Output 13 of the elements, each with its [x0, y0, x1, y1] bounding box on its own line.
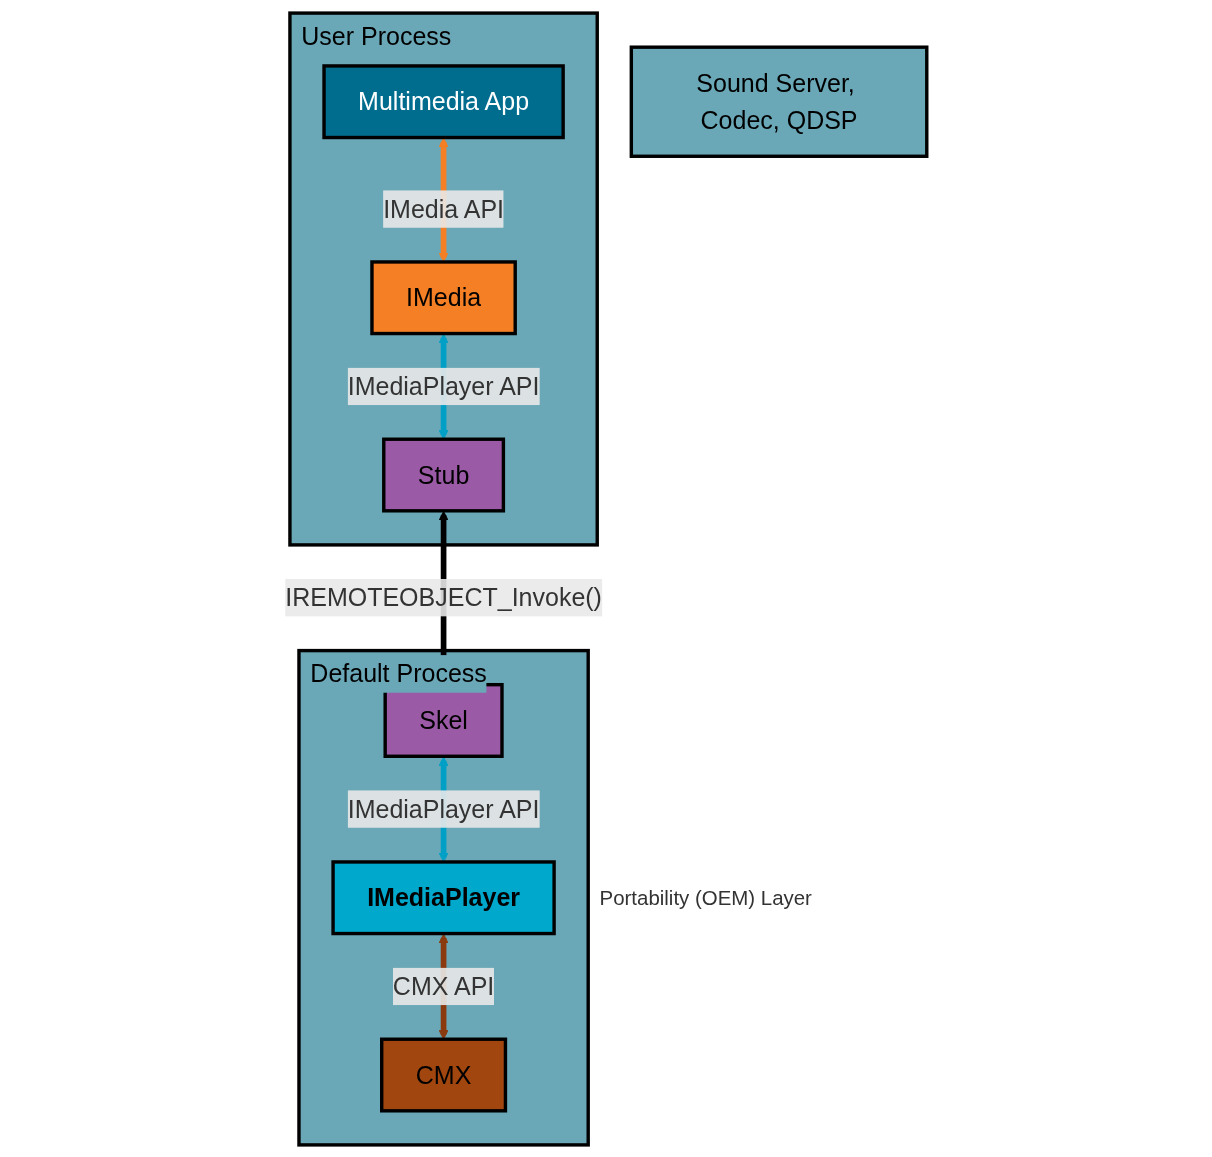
node-box: Skel [383, 682, 504, 758]
layer-caption: Portability (OEM) Layer [599, 885, 812, 909]
edge-label: IREMOTEOBJECT_Invoke() [285, 583, 602, 612]
edge-label: IMediaPlayer API [347, 794, 540, 823]
node-box: Sound Server, Codec, QDSP [629, 44, 929, 158]
node-box: Multimedia App [322, 63, 565, 139]
edge-label: IMediaPlayer API [347, 371, 540, 401]
node-box: Stub [382, 437, 506, 513]
node-box: IMedia [370, 259, 517, 335]
node-box: IMediaPlayer [331, 859, 556, 935]
node-box: CMX [380, 1037, 508, 1113]
edge-label: IMedia API [383, 194, 505, 223]
edge-label: CMX API [392, 971, 495, 1001]
